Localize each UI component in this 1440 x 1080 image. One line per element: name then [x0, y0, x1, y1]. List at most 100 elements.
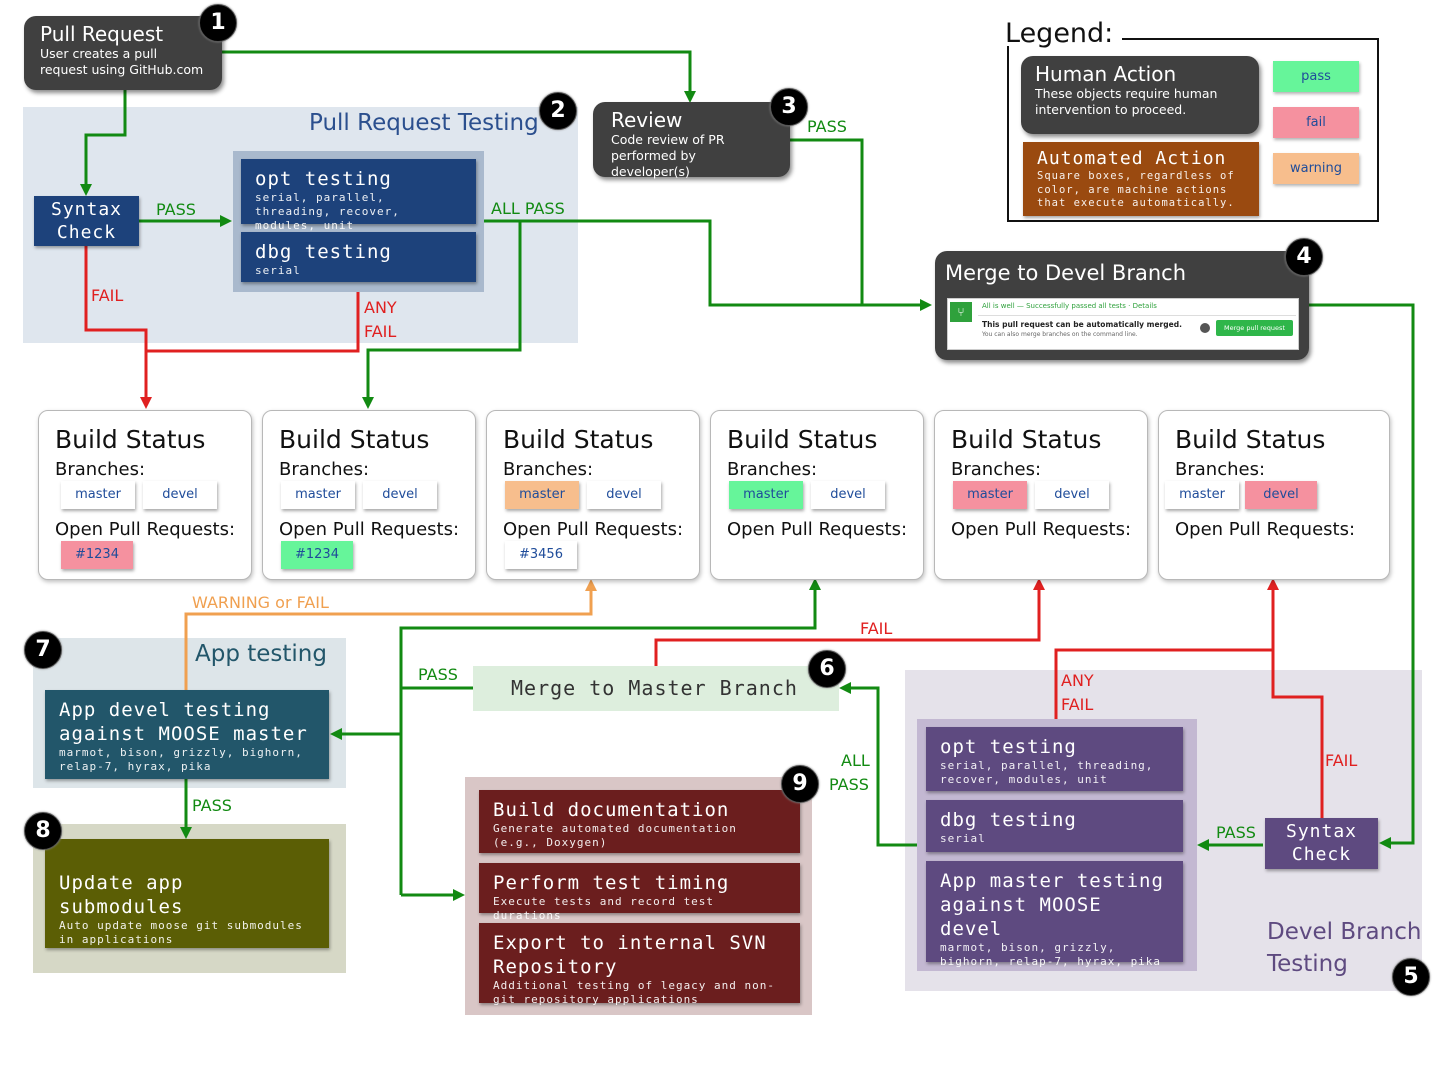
pull-request-desc: User creates a pull request using GitHub… — [40, 46, 204, 77]
devel-opt-testing-box: opt testing serial, parallel, threading,… — [926, 727, 1183, 791]
pr-dbg-testing-title: dbg testing — [255, 241, 392, 263]
syntax-fail-label: FAIL — [91, 286, 124, 305]
build-status-title: Build Status — [279, 425, 430, 454]
pr-chip[interactable]: #1234 — [281, 541, 353, 569]
merge-devel-title: Merge to Devel Branch — [945, 261, 1187, 285]
master-chip[interactable]: master — [281, 481, 355, 509]
legend-fail-swatch: fail — [1273, 107, 1359, 138]
build-status-title: Build Status — [55, 425, 206, 454]
master-chip[interactable]: master — [953, 481, 1027, 509]
svn-export-box: Export to internal SVN Repository Additi… — [479, 923, 800, 1006]
legend-title: Legend: — [1005, 18, 1114, 49]
pr-any-label: ANY — [364, 298, 397, 317]
devel-chip[interactable]: devel — [143, 481, 217, 509]
devel-app-testing-desc: marmot, bison, grizzly, bighorn, relap-7… — [940, 941, 1162, 968]
pr-syntax-check-label: Syntax Check — [50, 199, 123, 243]
devel-dbg-testing-title: dbg testing — [940, 809, 1077, 831]
master-pass-label: PASS — [418, 665, 458, 684]
devel-opt-testing-desc: serial, parallel, threading, recover, mo… — [940, 759, 1154, 786]
review-title: Review — [611, 108, 683, 132]
devel-all-label: ALL — [841, 751, 870, 770]
merge-copy-icon — [1200, 323, 1210, 333]
devel-chip[interactable]: devel — [1035, 481, 1109, 509]
step-6-badge: 6 — [808, 650, 846, 688]
master-chip[interactable]: master — [505, 481, 579, 509]
step-7-badge: 7 — [24, 631, 62, 669]
update-submodules-box: Update app submodules Auto update moose … — [45, 839, 329, 948]
branches-label: Branches: — [727, 459, 818, 480]
open-prs-label: Open Pull Requests: — [1175, 519, 1356, 540]
devel-dbg-testing-box: dbg testing serial — [926, 800, 1183, 852]
devel-any-label: ANY — [1061, 671, 1094, 690]
warning-or-fail-label: WARNING or FAIL — [192, 593, 329, 612]
build-status-title: Build Status — [727, 425, 878, 454]
merge-line: This pull request can be automatically m… — [982, 320, 1182, 329]
svn-export-title: Export to internal SVN Repository — [493, 932, 767, 978]
devel-opt-testing-title: opt testing — [940, 736, 1077, 758]
step-2-badge: 2 — [539, 92, 577, 130]
master-fail-label: FAIL — [860, 619, 893, 638]
update-submodules-desc: Auto update moose git submodules in appl… — [59, 919, 303, 946]
open-prs-label: Open Pull Requests: — [55, 519, 236, 540]
devel-chip[interactable]: devel — [363, 481, 437, 509]
branches-label: Branches: — [55, 459, 146, 480]
legend-auto-title: Automated Action — [1037, 148, 1227, 169]
pr-syntax-check-box: Syntax Check — [34, 196, 139, 246]
build-status-title: Build Status — [951, 425, 1102, 454]
master-chip[interactable]: master — [1165, 481, 1239, 509]
legend-human-desc: These objects require human intervention… — [1035, 86, 1218, 117]
app-pass-label: PASS — [192, 796, 232, 815]
devel-syntax-check-label: Syntax Check — [1285, 821, 1358, 865]
build-documentation-box: Build documentation Generate automated d… — [479, 790, 800, 853]
branches-label: Branches: — [1175, 459, 1266, 480]
devel-chip[interactable]: devel — [1245, 481, 1317, 509]
master-fail-arrow — [654, 578, 1045, 666]
build-status-card-3: Build Status Branches: master devel Open… — [486, 410, 700, 580]
merge-pull-request-button[interactable]: Merge pull request — [1216, 320, 1293, 336]
devel-dbg-testing-desc: serial — [940, 832, 986, 845]
test-timing-box: Perform test timing Execute tests and re… — [479, 863, 800, 922]
pr-opt-testing-title: opt testing — [255, 168, 392, 190]
branches-label: Branches: — [951, 459, 1042, 480]
review-pass-label: PASS — [807, 117, 847, 136]
step-3-badge: 3 — [770, 88, 808, 126]
svn-export-desc: Additional testing of legacy and non-git… — [493, 979, 776, 1006]
merge-master-label: Merge to Master Branch — [511, 676, 798, 700]
pull-request-title: Pull Request — [40, 22, 164, 46]
step-5-badge: 5 — [1392, 958, 1430, 996]
master-chip[interactable]: master — [729, 481, 803, 509]
build-documentation-desc: Generate automated documentation (e.g., … — [493, 822, 737, 849]
build-status-card-6: Build Status Branches: master devel Open… — [1158, 410, 1390, 580]
pr-testing-title: Pull Request Testing — [309, 110, 539, 136]
master-chip[interactable]: master — [61, 481, 135, 509]
open-prs-label: Open Pull Requests: — [503, 519, 684, 540]
pr-dbg-testing-desc: serial — [255, 264, 301, 277]
build-status-title: Build Status — [1175, 425, 1326, 454]
app-devel-testing-desc: marmot, bison, grizzly, bighorn, relap-7… — [59, 746, 303, 773]
pr-chip[interactable]: #1234 — [61, 541, 133, 569]
pull-request-box: Pull Request User creates a pull request… — [24, 16, 222, 90]
devel-chip[interactable]: devel — [811, 481, 885, 509]
app-devel-testing-title: App devel testing against MOOSE master — [59, 699, 308, 745]
legend-warning-swatch: warning — [1273, 153, 1359, 184]
devel-chip[interactable]: devel — [587, 481, 661, 509]
branches-label: Branches: — [503, 459, 594, 480]
build-status-card-1: Build Status Branches: master devel Open… — [38, 410, 252, 580]
open-prs-label: Open Pull Requests: — [951, 519, 1132, 540]
devel-testing-title: Devel Branch Testing — [1267, 919, 1422, 977]
review-pass-arrow — [790, 138, 864, 305]
test-timing-desc: Execute tests and record test durations — [493, 895, 715, 922]
pr-chip[interactable]: #3456 — [505, 541, 577, 569]
devel-pass-label: PASS — [829, 775, 869, 794]
devel-syntax-pass-label: PASS — [1216, 823, 1256, 842]
pr-to-review-arrow — [222, 50, 696, 103]
legend-human-title: Human Action — [1035, 62, 1177, 86]
legend-automated-action: Automated Action Square boxes, regardles… — [1023, 142, 1259, 216]
step-4-badge: 4 — [1285, 238, 1323, 276]
legend-frame-gap — [1000, 30, 1122, 46]
build-status-card-2: Build Status Branches: master devel Open… — [262, 410, 476, 580]
build-documentation-title: Build documentation — [493, 799, 730, 821]
devel-syntax-check-box: Syntax Check — [1265, 818, 1378, 869]
review-desc: Code review of PR performed by developer… — [611, 132, 725, 179]
step-8-badge: 8 — [24, 812, 62, 850]
